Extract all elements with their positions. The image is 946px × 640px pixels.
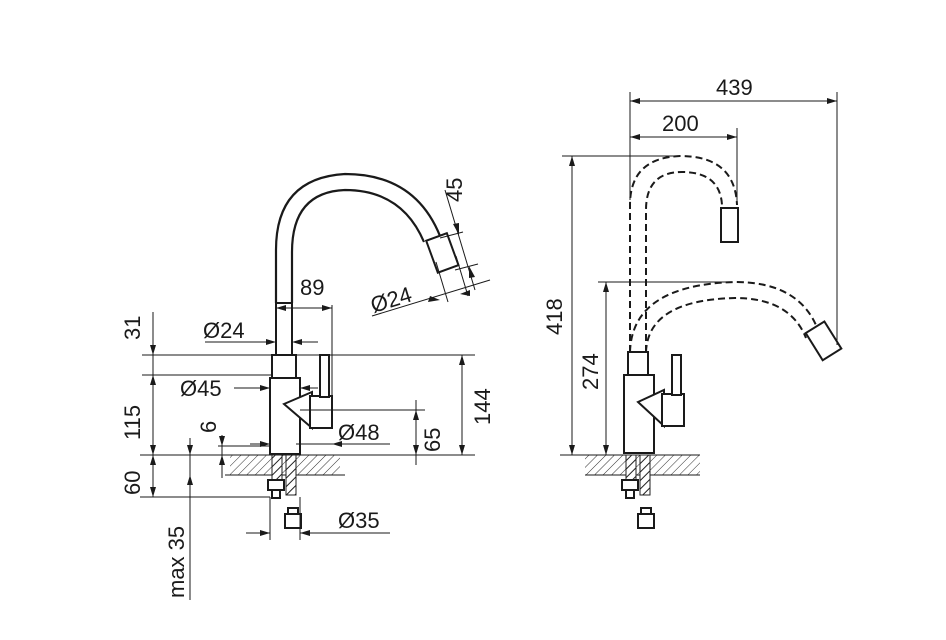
dim-418-label: 418 [542,298,567,335]
faucet-body-right [623,351,685,454]
spout-head [424,231,460,274]
dim-d35-label: Ø35 [338,508,380,533]
spout-head-extended [804,320,843,362]
dim-31-label: 31 [120,316,145,340]
countertop-left [140,454,345,476]
dim-45-label: 45 [442,178,467,202]
dim-200-label: 200 [662,111,699,136]
dim-65-label: 65 [420,428,445,452]
spout-neck [275,302,293,356]
lever-block [309,395,333,429]
dim-274-label: 274 [578,353,603,390]
spout-left [274,172,460,356]
dim-115-label: 115 [120,405,145,440]
dim-89-label: 89 [300,275,324,300]
dim-d24-spout-label: Ø24 [368,282,415,318]
faucet-body-left [269,354,333,455]
shank-left [267,454,302,529]
dim-d48-label: Ø48 [338,420,380,445]
spout-head-upright [720,207,739,243]
dim-d24-top-label: Ø24 [203,318,245,343]
shank-right [621,454,655,529]
spout-extended-position [629,280,843,362]
dim-6-label: 6 [196,421,221,433]
dim-max35-label: max 35 [164,526,189,598]
lever-handle [319,354,330,398]
dim-439-label: 439 [716,75,753,100]
dim-60-label: 60 [120,471,145,495]
dim-d45-label: Ø45 [180,376,222,401]
spout-upright-position [629,154,739,352]
left-view: 89 Ø24 Ø24 45 31 115 60 [120,172,495,600]
dim-144-label: 144 [470,388,495,425]
right-view: 439 200 418 274 [542,75,843,529]
